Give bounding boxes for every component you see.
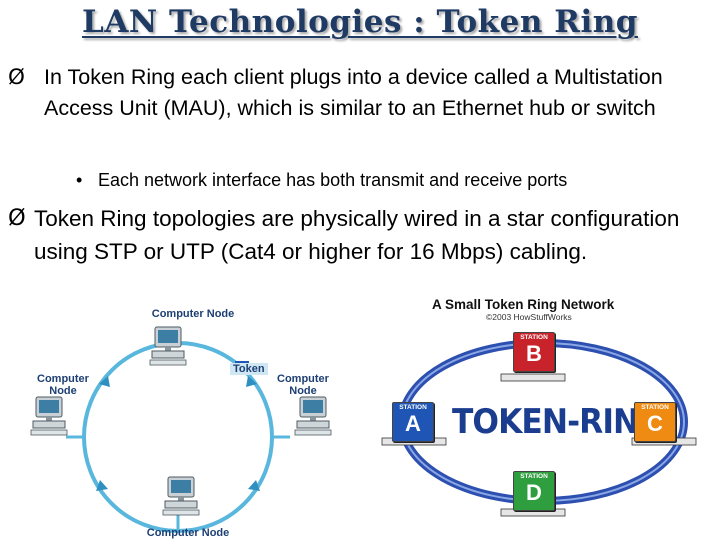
token-label: Token [230, 363, 268, 375]
ring-diagram-graphic [30, 326, 332, 533]
network-diagram-copyright: ©2003 HowStuffWorks [486, 312, 572, 322]
ring-direction-arrows [96, 376, 260, 491]
computer-top-icon [149, 326, 187, 366]
sub-bullet-ports: • Each network interface has both transm… [76, 168, 716, 192]
node-label-bottom: Computer Node [146, 527, 230, 539]
computer-bottom-icon [162, 476, 200, 516]
slide-title: LAN Technologies : Token Ring [82, 4, 638, 40]
dot-bullet-icon: • [76, 170, 83, 190]
small-token-ring-network-diagram: A Small Token Ring Network ©2003 HowStuf… [380, 294, 700, 540]
station-d: STATION D [513, 471, 555, 511]
arrow-bullet-icon: Ø [8, 65, 25, 90]
arrow-bullet-icon: Ø [8, 205, 26, 231]
bullet-topology: Ø Token Ring topologies are physically w… [8, 202, 720, 268]
station-c: STATION C [634, 402, 676, 442]
computer-left-icon [30, 396, 68, 436]
sub-bullet-ports-text: Each network interface has both transmit… [98, 170, 568, 190]
bullet-mau-text: In Token Ring each client plugs into a d… [44, 65, 663, 120]
node-label-right: Computer Node [277, 373, 329, 397]
token-ring-ring-diagram: Computer Node Computer Node Computer Nod… [28, 305, 348, 540]
bullet-topology-text: Token Ring topologies are physically wir… [34, 206, 680, 264]
station-a: STATION A [392, 402, 434, 442]
computer-right-icon [294, 396, 332, 436]
station-b: STATION B [513, 332, 555, 372]
network-diagram-title: A Small Token Ring Network [432, 297, 615, 312]
node-label-left: Computer Node [37, 373, 89, 397]
token-ring-label: TOKEN-RING [452, 402, 664, 442]
node-label-top: Computer Node [151, 308, 235, 320]
bullet-mau: Ø In Token Ring each client plugs into a… [8, 62, 708, 124]
